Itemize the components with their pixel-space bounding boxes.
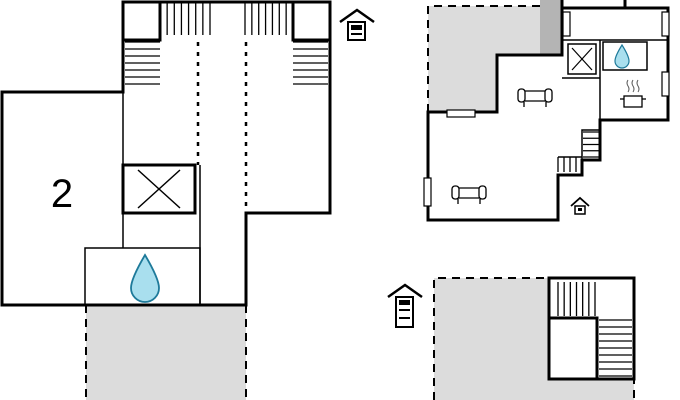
right-building-outline bbox=[426, 0, 670, 222]
stair-tower bbox=[547, 276, 636, 381]
right-upper-building bbox=[423, 0, 670, 222]
house-entrance-icon bbox=[339, 8, 375, 41]
house-entrance-icon bbox=[387, 283, 423, 328]
window bbox=[446, 109, 476, 118]
chimney bbox=[540, 0, 562, 55]
water-drop-icon bbox=[130, 253, 160, 303]
floor-number-label: 2 bbox=[51, 172, 73, 216]
shaft-cross-icon bbox=[121, 163, 197, 215]
terrace-fill bbox=[86, 305, 246, 400]
bathroom bbox=[602, 41, 648, 71]
stairs-icon bbox=[599, 319, 632, 377]
window bbox=[661, 71, 670, 97]
house-entrance-icon bbox=[570, 196, 590, 215]
window bbox=[562, 11, 571, 37]
stairs-icon bbox=[557, 282, 596, 316]
window bbox=[423, 177, 432, 207]
shaft-cross-icon bbox=[567, 43, 597, 75]
stairs-icon bbox=[121, 0, 211, 85]
balcony-dashed-edge bbox=[427, 5, 540, 112]
right-lower-building bbox=[433, 276, 636, 400]
bathroom bbox=[84, 247, 201, 306]
stairs-icon bbox=[244, 0, 332, 85]
water-drop-icon bbox=[614, 43, 630, 69]
stairs-icon bbox=[557, 129, 600, 172]
sofa-icon bbox=[517, 88, 553, 107]
left-building-outline bbox=[0, 0, 332, 307]
window bbox=[661, 11, 670, 37]
left-building: 2 bbox=[0, 0, 332, 400]
sofa-icon bbox=[451, 185, 487, 204]
stove-pot-icon bbox=[620, 79, 646, 108]
